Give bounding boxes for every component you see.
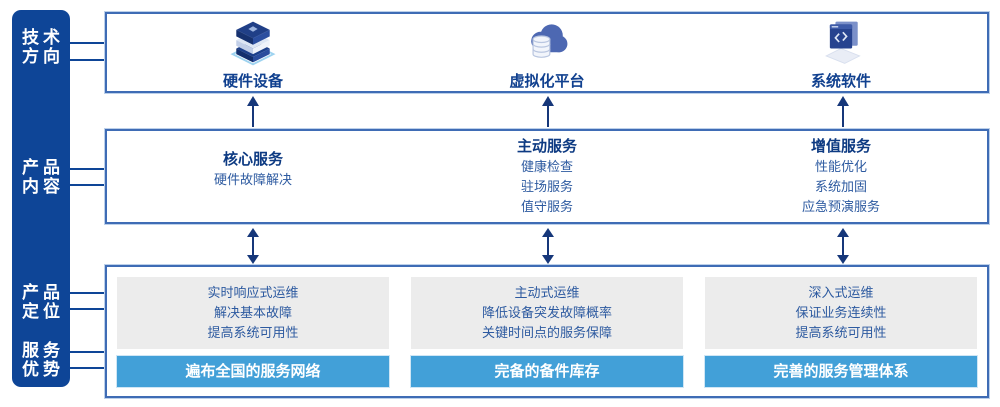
pillar-label-line: 服务 (22, 341, 64, 360)
pillar-label-line: 方向 (22, 47, 64, 66)
tech-item-label: 硬件设备 (222, 73, 283, 90)
content-col-value-added-service: 增值服务 性能优化 系统加固 应急预演服务 (705, 137, 977, 222)
software-window-icon (825, 21, 861, 64)
position-col-realtime: 实时响应式运维 解决基本故障 提高系统可用性 遍布全国的服务网络 (117, 277, 389, 396)
connector-line (68, 42, 107, 44)
position-line: 提高系统可用性 (795, 325, 887, 340)
up-arrow (246, 96, 260, 127)
pillar-label-tech-direction: 技术 方向 (12, 28, 70, 66)
position-line: 保证业务连续性 (795, 305, 887, 320)
content-col-core-service: 核心服务 硬件故障解决 (117, 137, 389, 222)
content-col-proactive-service: 主动服务 健康检查 驻场服务 值守服务 (411, 137, 683, 222)
tech-item-label: 虚拟化平台 (509, 73, 585, 90)
pillar-label-service-advantage: 服务 优势 (12, 341, 70, 379)
content-item: 系统加固 (814, 179, 867, 194)
connector-line (68, 308, 107, 310)
server-stack-icon (230, 21, 276, 66)
pillar-label-line: 产品 (22, 283, 64, 302)
up-arrow (836, 96, 850, 127)
content-title: 核心服务 (222, 151, 283, 168)
content-item: 值守服务 (520, 199, 573, 214)
double-arrow (246, 228, 260, 264)
connector-line (68, 292, 107, 294)
content-title: 增值服务 (810, 138, 871, 155)
tech-item-virtualization: 虚拟化平台 (411, 16, 683, 91)
cloud-database-icon (531, 24, 568, 58)
position-col-deep: 深入式运维 保证业务连续性 提高系统可用性 完善的服务管理体系 (705, 277, 977, 396)
tech-item-hardware: 硬件设备 (117, 16, 389, 91)
content-item: 性能优化 (814, 159, 867, 174)
content-title: 主动服务 (516, 138, 577, 155)
pillar-label-line: 内容 (22, 177, 64, 196)
connector-line (68, 367, 107, 369)
position-panel: 主动式运维 降低设备突发故障概率 关键时间点的服务保障 (411, 277, 683, 349)
content-item: 硬件故障解决 (213, 172, 292, 187)
connector-line (68, 168, 107, 170)
advantage-bar: 完善的服务管理体系 (705, 356, 977, 387)
position-line: 提高系统可用性 (207, 325, 299, 340)
pillar-label-line: 产品 (22, 158, 64, 177)
connector-line (68, 59, 107, 61)
position-col-proactive: 主动式运维 降低设备突发故障概率 关键时间点的服务保障 完备的备件库存 (411, 277, 683, 396)
category-pillar (12, 10, 70, 387)
pillar-label-line: 优势 (22, 360, 64, 379)
tech-item-system-software: 系统软件 (705, 16, 977, 91)
content-item: 驻场服务 (520, 179, 573, 194)
pillar-label-line: 定位 (22, 302, 64, 321)
pillar-label-product-content: 产品 内容 (12, 158, 70, 196)
position-line: 主动式运维 (514, 285, 580, 300)
content-item: 健康检查 (520, 159, 573, 174)
position-panel: 实时响应式运维 解决基本故障 提高系统可用性 (117, 277, 389, 349)
content-item: 应急预演服务 (801, 199, 880, 214)
connector-line (68, 184, 107, 186)
advantage-bar: 遍布全国的服务网络 (117, 356, 389, 387)
double-arrow (836, 228, 850, 264)
up-arrow (541, 96, 555, 127)
position-line: 解决基本故障 (213, 305, 292, 320)
position-panel: 深入式运维 保证业务连续性 提高系统可用性 (705, 277, 977, 349)
advantage-bar: 完备的备件库存 (411, 356, 683, 387)
tech-item-label: 系统软件 (810, 73, 871, 90)
pillar-label-line: 技术 (22, 28, 64, 47)
product-content-box: 核心服务 硬件故障解决 主动服务 健康检查 驻场服务 值守服务 增值服务 性能优… (105, 129, 989, 224)
position-line: 深入式运维 (808, 285, 874, 300)
product-position-box: 实时响应式运维 解决基本故障 提高系统可用性 遍布全国的服务网络 主动式运维 降… (105, 265, 989, 398)
position-line: 实时响应式运维 (207, 285, 299, 300)
tech-direction-box: 硬件设备 虚拟化平台 (105, 12, 989, 93)
position-line: 降低设备突发故障概率 (481, 305, 612, 320)
double-arrow (541, 228, 555, 264)
connector-line (68, 351, 107, 353)
pillar-label-product-position: 产品 定位 (12, 283, 70, 321)
position-line: 关键时间点的服务保障 (481, 325, 612, 340)
